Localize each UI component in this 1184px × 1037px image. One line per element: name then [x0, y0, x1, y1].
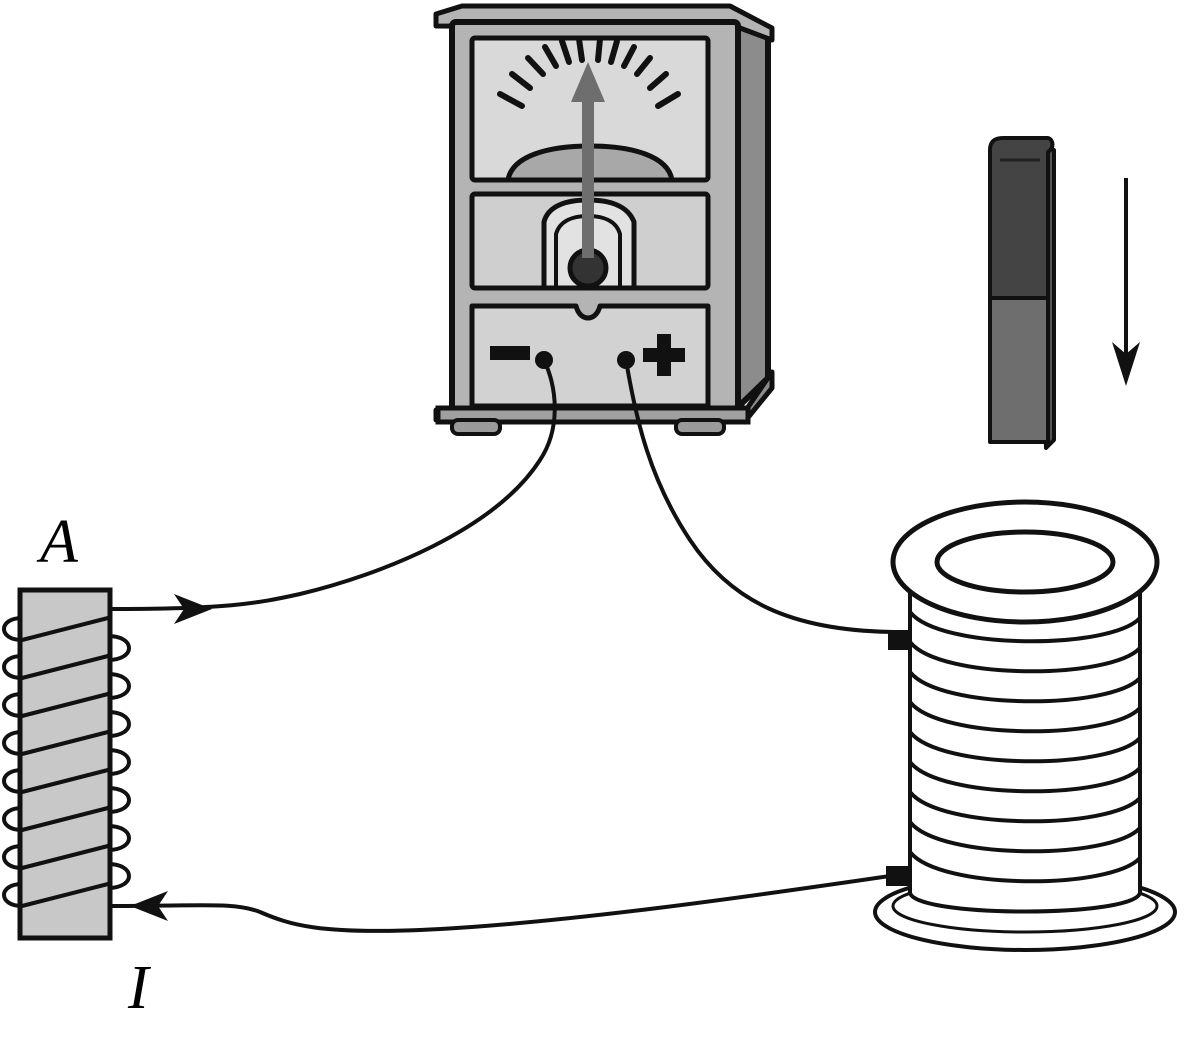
- plus-sign-icon: [643, 334, 685, 376]
- galvanometer-foot-right: [674, 418, 726, 436]
- solenoid-a: A I: [2, 508, 152, 1022]
- large-coil-bottom-lead: [886, 866, 910, 886]
- magnet-bottom-pole: [988, 296, 1050, 444]
- large-coil-opening: [934, 529, 1116, 595]
- solenoid-a-winding-back: [2, 616, 131, 908]
- large-coil-windings: [908, 610, 1142, 884]
- galvanometer: [433, 3, 775, 436]
- solenoid-a-winding-front: [21, 616, 109, 908]
- core-label-a: A: [36, 508, 79, 576]
- large-coil-body: [908, 578, 1142, 914]
- galvanometer-needle: [571, 62, 605, 258]
- galvanometer-scale-ticks: [497, 36, 681, 109]
- current-arrow-left-icon: [130, 891, 168, 921]
- minus-sign-icon: [490, 346, 530, 360]
- large-coil: [873, 499, 1177, 952]
- wire-plus-to-large-coil: [624, 358, 902, 634]
- wire-large-coil-to-coil-a: [110, 874, 892, 933]
- galvanometer-terminal-panel: [469, 303, 711, 409]
- current-arrow-right-icon: [174, 594, 212, 624]
- magnet-motion-arrow-icon: [1112, 178, 1140, 386]
- solenoid-a-core: [17, 587, 113, 941]
- bar-magnet: [988, 136, 1056, 450]
- large-coil-top-lead: [888, 630, 910, 650]
- wire-minus-to-coil-a: [110, 358, 557, 611]
- magnet-top-pole: [988, 136, 1055, 300]
- current-label-i: I: [127, 954, 152, 1022]
- galvanometer-foot-left: [450, 418, 502, 436]
- circuit-wires: [110, 358, 902, 933]
